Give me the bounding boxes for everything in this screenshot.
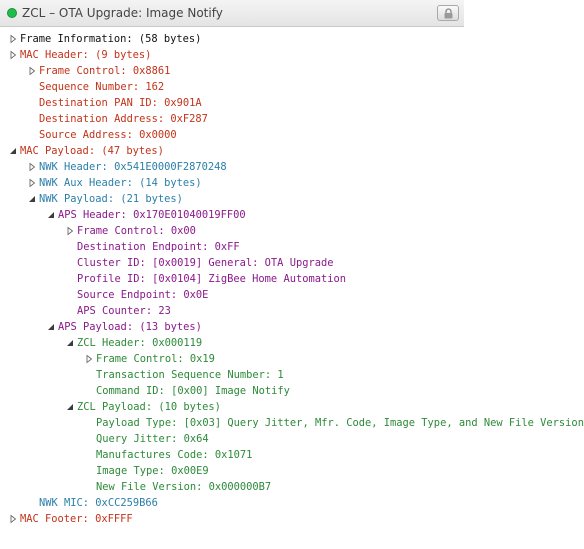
expand-triangle-icon[interactable] — [28, 66, 36, 76]
tree-row-label: Command ID: [0x00] Image Notify — [96, 385, 290, 397]
lock-button[interactable] — [437, 5, 459, 21]
tree-row-label: MAC Payload: (47 bytes) — [20, 145, 164, 157]
tree-row-label: NWK Header: 0x541E0000F2870248 — [39, 161, 227, 173]
tree-row-label: NWK MIC: 0xCC259B66 — [39, 497, 158, 509]
collapse-triangle-icon[interactable] — [28, 195, 36, 203]
expand-triangle-icon[interactable] — [9, 50, 17, 60]
tree-row-label: Image Type: 0x00E9 — [96, 465, 209, 477]
tree-row-label: Payload Type: [0x03] Query Jitter, Mfr. … — [96, 417, 584, 429]
tree-row-label: Destination Address: 0xF287 — [39, 113, 208, 125]
tree-row-label: MAC Footer: 0xFFFF — [20, 513, 133, 525]
tree-row-label: Destination Endpoint: 0xFF — [77, 241, 240, 253]
tree-row-label: Sequence Number: 162 — [39, 81, 165, 93]
window-title: ZCL – OTA Upgrade: Image Notify — [22, 6, 223, 20]
tree-row-label: NWK Aux Header: (14 bytes) — [39, 177, 202, 189]
tree-row-label: Query Jitter: 0x64 — [96, 433, 209, 445]
expand-triangle-icon[interactable] — [9, 34, 17, 44]
tree-row-label: Manufactures Code: 0x1071 — [96, 449, 253, 461]
tree-row-label: Source Endpoint: 0x0E — [77, 289, 209, 301]
collapse-triangle-icon[interactable] — [66, 339, 74, 347]
collapse-triangle-icon[interactable] — [9, 147, 17, 155]
tree-row-label: Cluster ID: [0x0019] General: OTA Upgrad… — [77, 257, 334, 269]
tree-row-label: Frame Control: 0x8861 — [39, 65, 171, 77]
packet-detail-tree: Frame Information: (58 bytes) MAC Header:… — [0, 27, 584, 549]
expand-triangle-icon[interactable] — [9, 514, 17, 524]
tree-row-label: APS Counter: 23 — [77, 305, 171, 317]
collapse-triangle-icon[interactable] — [66, 403, 74, 411]
window-titlebar: ZCL – OTA Upgrade: Image Notify — [0, 0, 464, 27]
tree-row-label: APS Payload: (13 bytes) — [58, 321, 202, 333]
tree-row-label: APS Header: 0x170E01040019FF00 — [58, 209, 246, 221]
lock-icon — [444, 8, 453, 19]
expand-triangle-icon[interactable] — [85, 354, 93, 364]
expand-triangle-icon[interactable] — [66, 226, 74, 236]
tree-row-label: Profile ID: [0x0104] ZigBee Home Automat… — [77, 273, 346, 285]
tree-row-label: Frame Information: (58 bytes) — [20, 33, 202, 45]
expand-triangle-icon[interactable] — [28, 162, 36, 172]
tree-row-label: ZCL Payload: (10 bytes) — [77, 401, 221, 413]
tree-row-label: New File Version: 0x000000B7 — [96, 481, 272, 493]
expand-triangle-icon[interactable] — [28, 178, 36, 188]
tree-row-label: Destination PAN ID: 0x901A — [39, 97, 202, 109]
tree-row-label: Frame Control: 0x19 — [96, 353, 215, 365]
tree-row-label: NWK Payload: (21 bytes) — [39, 193, 183, 205]
collapse-triangle-icon[interactable] — [47, 211, 55, 219]
status-dot-icon — [7, 8, 17, 18]
tree-row-label: Transaction Sequence Number: 1 — [96, 369, 284, 381]
tree-row-label: Source Address: 0x0000 — [39, 129, 177, 141]
collapse-triangle-icon[interactable] — [47, 323, 55, 331]
tree-row-label: Frame Control: 0x00 — [77, 225, 196, 237]
tree-row-label: ZCL Header: 0x000119 — [77, 337, 203, 349]
tree-row-label: MAC Header: (9 bytes) — [20, 49, 152, 61]
